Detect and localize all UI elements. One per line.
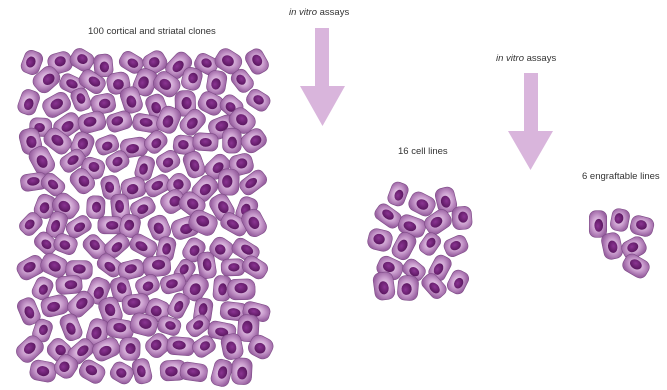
assay-italic-text: in vitro bbox=[289, 7, 317, 18]
cell-icon bbox=[131, 357, 153, 385]
cell-icon bbox=[108, 359, 136, 386]
cell-cluster-engraftable bbox=[589, 207, 655, 280]
assay-rest-text: assays bbox=[524, 53, 556, 64]
cell-icon bbox=[231, 358, 252, 385]
cell-icon bbox=[243, 46, 271, 76]
arrow-down-icon bbox=[300, 28, 345, 126]
cell-icon bbox=[16, 88, 42, 117]
assay-italic-text: in vitro bbox=[496, 53, 524, 64]
cell-icon bbox=[397, 275, 419, 301]
cell-icon bbox=[76, 110, 107, 135]
cell-icon bbox=[442, 233, 470, 259]
cell-icon bbox=[451, 206, 472, 230]
cell-icon bbox=[142, 255, 171, 277]
assay-label-1: in vitro assays bbox=[289, 7, 349, 18]
arrow-down-icon bbox=[508, 73, 553, 170]
cell-icon bbox=[166, 336, 195, 356]
cell-icon bbox=[38, 251, 70, 280]
cell-icon bbox=[223, 128, 242, 153]
cell-icon bbox=[609, 207, 630, 232]
cell-icon bbox=[445, 268, 471, 296]
cell-icon bbox=[55, 275, 82, 295]
cell-icon bbox=[29, 359, 58, 384]
cell-icon bbox=[67, 46, 96, 74]
cell-icon bbox=[386, 180, 410, 208]
cell-icon bbox=[192, 132, 218, 151]
cell-icon bbox=[179, 361, 208, 382]
cell-cluster-clones bbox=[13, 46, 276, 388]
cell-icon bbox=[600, 231, 624, 260]
assay-label-2: in vitro assays bbox=[496, 53, 556, 64]
cell-icon bbox=[209, 358, 233, 388]
cell-lines-label: 16 cell lines bbox=[398, 146, 448, 157]
cell-icon bbox=[629, 214, 656, 238]
cell-icon bbox=[372, 271, 396, 301]
cell-icon bbox=[366, 227, 394, 253]
cell-icon bbox=[228, 279, 256, 300]
assay-rest-text: assays bbox=[317, 7, 349, 18]
cell-icon bbox=[218, 169, 240, 196]
cell-cluster-lines bbox=[366, 180, 473, 301]
engraftable-label: 6 engraftable lines bbox=[582, 171, 660, 182]
cell-icon bbox=[589, 211, 607, 238]
cell-icon bbox=[86, 195, 105, 218]
cell-icon bbox=[221, 259, 245, 277]
clones-label: 100 cortical and striatal clones bbox=[88, 26, 216, 37]
cell-icon bbox=[119, 337, 140, 360]
